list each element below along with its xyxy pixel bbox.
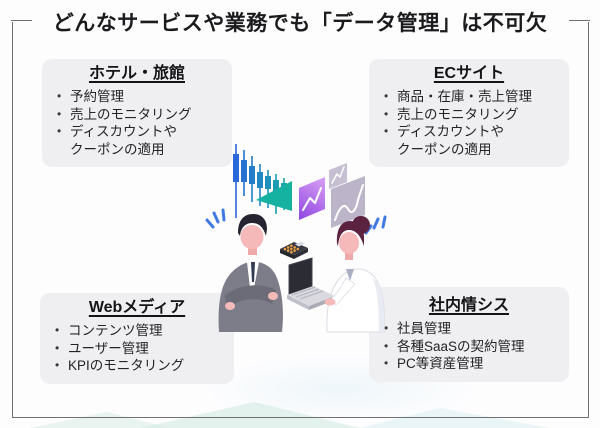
card-web-heading: Webメディア [88, 299, 186, 316]
list-item: 売上のモニタリング [54, 106, 220, 124]
card-internal-list: 社員管理 各種SaaSの契約管理 PC等資産管理 [381, 320, 557, 373]
line-chart-tile-purple-icon [299, 177, 325, 220]
laptop-icon [287, 257, 335, 310]
emphasis-marks-man-icon [205, 208, 226, 229]
card-ec: ECサイト 商品・在庫・売上管理 売上のモニタリング ディスカウントや クーポン… [369, 59, 569, 167]
card-web: Webメディア コンテンツ管理 ユーザー管理 KPIのモニタリング [40, 293, 234, 384]
list-item: KPIのモニタリング [52, 357, 222, 375]
list-item-continuation: クーポンの適用 [397, 141, 492, 157]
card-hotel: ホテル・旅館 予約管理 売上のモニタリング ディスカウントや クーポンの適用 [42, 59, 232, 167]
calculator-icon [280, 241, 308, 259]
line-chart-tile-large-icon [331, 176, 365, 228]
list-item: ユーザー管理 [52, 340, 222, 358]
illustration [188, 136, 418, 336]
list-item: 商品・在庫・売上管理 [381, 88, 557, 106]
list-item: コンテンツ管理 [52, 322, 222, 340]
card-internal: 社内情シス 社員管理 各種SaaSの契約管理 PC等資産管理 [369, 287, 569, 382]
list-item-continuation: クーポンの適用 [70, 141, 165, 157]
list-item: 各種SaaSの契約管理 [381, 338, 557, 356]
list-item: 予約管理 [54, 88, 220, 106]
card-hotel-list: 予約管理 売上のモニタリング ディスカウントや クーポンの適用 [54, 88, 220, 158]
page-title: どんなサービスや業務でも「データ管理」は不可欠 [52, 12, 548, 35]
businesswoman-icon [326, 216, 385, 333]
list-item: 売上のモニタリング [381, 106, 557, 124]
businesswoman-arm [324, 277, 356, 306]
card-ec-list: 商品・在庫・売上管理 売上のモニタリング ディスカウントや クーポンの適用 [381, 88, 557, 158]
list-item: ディスカウントや [54, 123, 220, 141]
card-internal-heading: 社内情シス [428, 297, 509, 314]
line-chart-tile-small-icon [329, 163, 347, 189]
list-item: 社員管理 [381, 320, 557, 338]
businessman-icon [218, 214, 283, 332]
card-web-list: コンテンツ管理 ユーザー管理 KPIのモニタリング [52, 322, 222, 375]
card-hotel-heading: ホテル・旅館 [88, 65, 185, 82]
list-item: ディスカウントや [381, 123, 557, 141]
corner-bracket-frame [11, 20, 590, 418]
card-ec-heading: ECサイト [433, 65, 505, 82]
list-item: PC等資産管理 [381, 355, 557, 373]
bar-chart-icon [233, 144, 292, 218]
